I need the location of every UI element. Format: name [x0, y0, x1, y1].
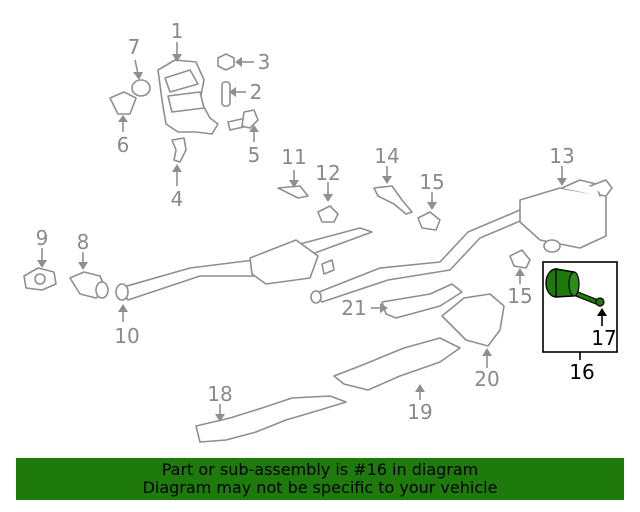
part-11-hanger	[277, 185, 309, 199]
callout-15a: 15	[419, 170, 444, 194]
callout-6: 6	[117, 133, 130, 157]
part-3-nut	[217, 53, 235, 71]
callout-10: 10	[114, 324, 139, 348]
part-exhaust-pipe-assembly	[115, 209, 533, 304]
callout-21: 21	[341, 296, 366, 320]
part-2-pin	[221, 81, 231, 107]
part-1-catalytic-converter	[157, 59, 219, 135]
callout-1: 1	[171, 19, 184, 43]
callout-18: 18	[207, 382, 232, 406]
part-12-mount	[317, 205, 339, 223]
part-18-heat-shield	[195, 395, 347, 443]
callout-8: 8	[77, 230, 90, 254]
part-15-mount-a	[417, 211, 441, 231]
callout-19: 19	[407, 400, 432, 424]
part-7-gasket	[131, 79, 151, 97]
part-14-bracket	[373, 185, 413, 215]
part-16-assembly-box	[542, 261, 618, 353]
leader-lines	[37, 42, 607, 422]
part-20-heat-shield	[441, 293, 505, 347]
callout-14: 14	[374, 144, 399, 168]
callout-5: 5	[248, 143, 261, 167]
callout-17: 17	[591, 326, 616, 350]
part-15-mount-b	[509, 249, 531, 269]
callout-15b: 15	[507, 284, 532, 308]
callout-7: 7	[128, 35, 141, 59]
callout-13: 13	[549, 144, 574, 168]
part-21-heat-shield	[381, 283, 463, 319]
callout-16: 16	[569, 360, 594, 384]
banner-line-1: Part or sub-assembly is #16 in diagram	[161, 460, 479, 479]
part-17-bolt	[575, 291, 605, 307]
part-info-banner: Part or sub-assembly is #16 in diagram D…	[16, 458, 624, 500]
callout-2: 2	[250, 80, 263, 104]
callout-20: 20	[474, 367, 499, 391]
callout-9: 9	[36, 226, 49, 250]
part-13-rear-muffler	[519, 179, 613, 253]
part-8-coupling	[69, 271, 109, 299]
callout-4: 4	[171, 187, 184, 211]
callout-12: 12	[315, 161, 340, 185]
part-5-bolt	[227, 109, 259, 131]
callout-11: 11	[281, 145, 306, 169]
part-19-heat-shield	[333, 337, 461, 391]
part-6-flange	[109, 91, 137, 115]
part-4-bracket	[171, 137, 187, 163]
callout-3: 3	[258, 50, 271, 74]
banner-line-2: Diagram may not be specific to your vehi…	[142, 478, 498, 497]
